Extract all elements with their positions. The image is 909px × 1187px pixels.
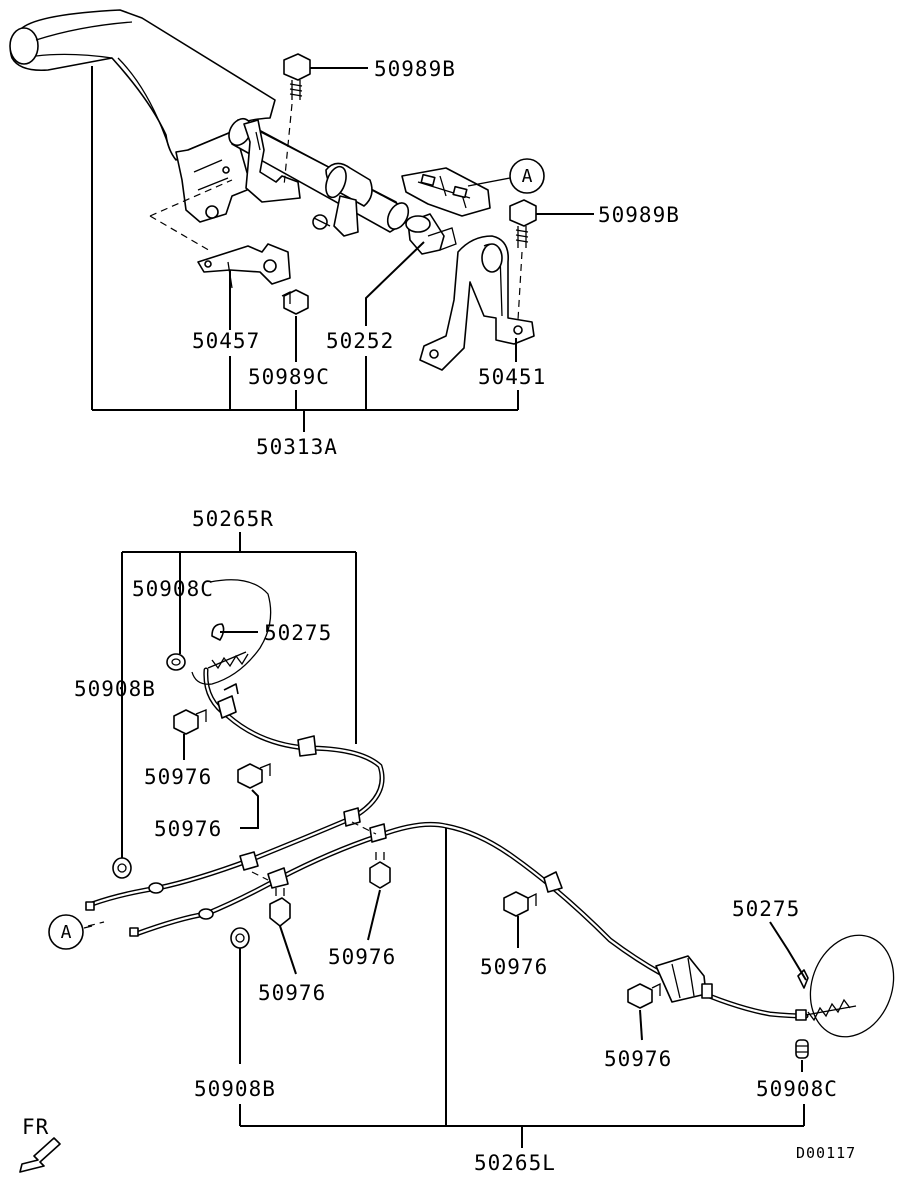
label-bolt-50989b-right: 50989B xyxy=(598,203,680,227)
grommet-50908b-r xyxy=(112,857,132,879)
callout-a-top: A xyxy=(467,158,545,194)
arrow-down-left-icon xyxy=(19,1137,61,1173)
support-bracket xyxy=(419,235,535,371)
label-bolt-50976-l1: 50976 xyxy=(480,955,548,979)
bolt-50976-l2 xyxy=(627,982,661,1009)
label-lever-50313a: 50313A xyxy=(256,435,338,459)
label-bolt-50976-l2: 50976 xyxy=(604,1047,672,1071)
label-support-50451: 50451 xyxy=(478,365,546,389)
grommet-50908c-r xyxy=(166,653,186,671)
cable-l-path xyxy=(129,821,857,1022)
callout-a-top-label: A xyxy=(522,166,533,187)
bolt-50976-l1 xyxy=(503,891,537,917)
label-cable-50265l: 50265L xyxy=(474,1151,556,1175)
label-grommet-50908b-r: 50908B xyxy=(74,677,156,701)
grommet-50908b-l xyxy=(230,927,250,949)
label-bolt-50976-r1: 50976 xyxy=(144,765,212,789)
label-bolt-50989b-top: 50989B xyxy=(374,57,456,81)
label-bushing-50252: 50252 xyxy=(326,329,394,353)
bolt-50989c xyxy=(281,289,309,315)
top-leaders xyxy=(229,67,594,362)
bottom-dash-lines xyxy=(87,821,377,927)
label-bolt-50976-r2: 50976 xyxy=(154,817,222,841)
label-direction-fr: FR xyxy=(22,1115,49,1139)
callout-a-bottom: A xyxy=(48,914,93,950)
spring-detail-l xyxy=(797,934,895,1038)
grommet-50908c-l xyxy=(795,1039,809,1059)
circle-letter-icon xyxy=(509,158,545,194)
circle-letter-icon xyxy=(48,914,84,950)
label-spring-50275-l: 50275 xyxy=(732,897,800,921)
bolt-50976-c2 xyxy=(369,852,391,889)
cable-r-path xyxy=(85,651,385,911)
bolt-50976-c1 xyxy=(269,888,291,927)
label-clip-50908c-l: 50908C xyxy=(756,1077,838,1101)
label-bolt-50976-c1: 50976 xyxy=(258,981,326,1005)
parking-brake-lever xyxy=(9,9,491,237)
label-clip-50908c-r: 50908C xyxy=(132,577,214,601)
assembly-bracket-r xyxy=(121,532,357,858)
label-bolt-50976-c2: 50976 xyxy=(328,945,396,969)
label-bracket-50457: 50457 xyxy=(192,329,260,353)
bushing-part xyxy=(405,213,457,255)
assembly-bracket-top xyxy=(91,66,519,432)
assembly-bracket-l xyxy=(239,828,805,1148)
bottom-leaders xyxy=(183,631,807,1072)
label-drawing-code: D00117 xyxy=(796,1144,856,1162)
bolt-50989b-right xyxy=(509,199,537,248)
spring-detail-r xyxy=(191,579,272,685)
bolt-50989b-top xyxy=(283,53,311,100)
bolt-50976-r1 xyxy=(173,709,207,735)
label-grommet-50908b-l: 50908B xyxy=(194,1077,276,1101)
switch-bracket xyxy=(197,243,291,289)
callout-a-bottom-label: A xyxy=(61,922,72,943)
label-spring-50275-r: 50275 xyxy=(264,621,332,645)
label-bolt-50989c: 50989C xyxy=(248,365,330,389)
top-dash-lines xyxy=(149,103,523,321)
bolt-50976-r2 xyxy=(237,763,271,789)
label-cable-50265r: 50265R xyxy=(192,507,274,531)
